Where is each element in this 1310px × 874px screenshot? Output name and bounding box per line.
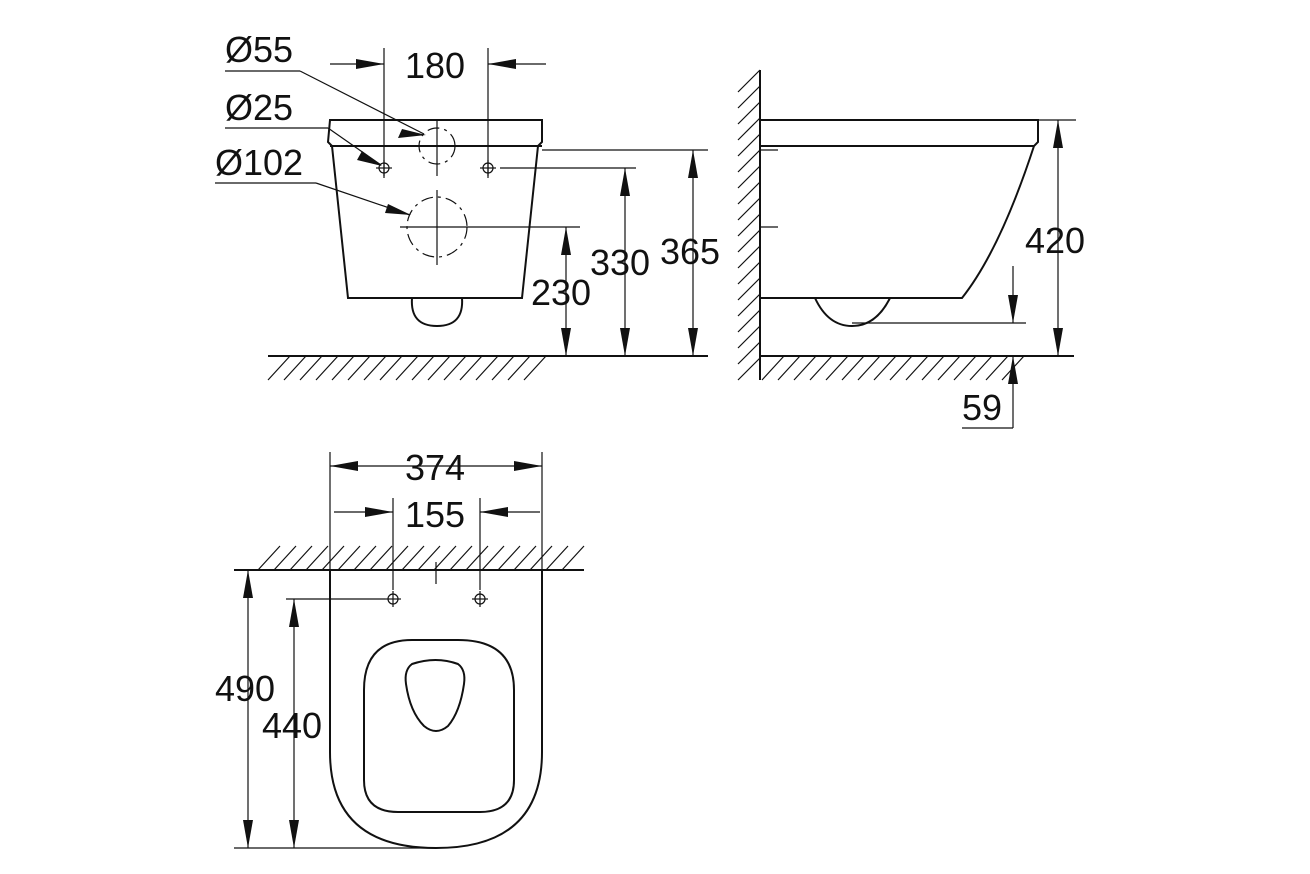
hatch-line [363, 355, 387, 381]
hatch-line [379, 355, 403, 381]
label-outlet-diameter: Ø55 [225, 29, 293, 70]
hatch-line [969, 355, 993, 381]
hatch-line [737, 229, 761, 253]
hatch-line [737, 309, 761, 333]
hatch-line [321, 545, 345, 571]
hatch-line [283, 355, 307, 381]
hatch-line [737, 85, 761, 109]
top-wall-hatch [257, 545, 585, 571]
hatch-line [921, 355, 945, 381]
label-total-width: 374 [405, 447, 465, 488]
label-top-height: 365 [660, 231, 720, 272]
label-inlet-diameter: Ø102 [215, 142, 303, 183]
hatch-line [529, 545, 553, 571]
hatch-line [257, 545, 281, 571]
front-floor-hatch [267, 355, 547, 381]
hatch-line [337, 545, 361, 571]
hatch-line [737, 357, 761, 381]
hatch-line [353, 545, 377, 571]
hatch-line [737, 245, 761, 269]
hatch-line [761, 355, 785, 381]
hatch-line [857, 355, 881, 381]
hatch-line [315, 355, 339, 381]
top-view: 374 155 490 440 [215, 447, 585, 850]
hatch-line [449, 545, 473, 571]
hatch-line [475, 355, 499, 381]
hatch-line [481, 545, 505, 571]
hatch-line [513, 545, 537, 571]
hatch-line [873, 355, 897, 381]
hatch-line [491, 355, 515, 381]
hatch-line [737, 213, 761, 237]
hatch-line [401, 545, 425, 571]
hatch-line [737, 341, 761, 365]
hatch-line [737, 197, 761, 221]
hatch-line [427, 355, 451, 381]
label-total-height: 420 [1025, 220, 1085, 261]
label-total-depth: 490 [215, 668, 275, 709]
label-bolt-depth: 440 [262, 705, 322, 746]
hatch-line [953, 355, 977, 381]
hatch-line [299, 355, 323, 381]
label-inlet-height: 230 [531, 272, 591, 313]
hatch-line [267, 355, 291, 381]
hatch-line [809, 355, 833, 381]
hatch-line [793, 355, 817, 381]
hatch-line [737, 101, 761, 125]
hatch-line [331, 355, 355, 381]
top-bowl-outline [329, 570, 543, 850]
label-bolt-diameter: Ø25 [225, 87, 293, 128]
hatch-line [289, 545, 313, 571]
hatch-line [937, 355, 961, 381]
hatch-line [545, 545, 569, 571]
front-bowl-outline [326, 119, 543, 299]
front-trap-outlet [410, 297, 464, 328]
hatch-line [777, 355, 801, 381]
label-floor-clearance: 59 [962, 387, 1002, 428]
hatch-line [737, 181, 761, 205]
hatch-line [737, 261, 761, 285]
hatch-line [305, 545, 329, 571]
hatch-line [523, 355, 547, 381]
label-front-bolt-spacing: 180 [405, 45, 465, 86]
side-trap [814, 297, 891, 328]
hatch-line [507, 355, 531, 381]
side-view: 420 59 [737, 69, 1085, 429]
hatch-line [737, 117, 761, 141]
hatch-line [347, 355, 371, 381]
hatch-line [459, 355, 483, 381]
label-bolt-height: 330 [590, 242, 650, 283]
hatch-line [385, 545, 409, 571]
hatch-line [369, 545, 393, 571]
hatch-line [443, 355, 467, 381]
hatch-line [737, 325, 761, 349]
hatch-line [737, 293, 761, 317]
hatch-line [737, 149, 761, 173]
hatch-line [889, 355, 913, 381]
hatch-line [737, 133, 761, 157]
hatch-line [411, 355, 435, 381]
hatch-line [395, 355, 419, 381]
hatch-line [841, 355, 865, 381]
hatch-line [561, 545, 585, 571]
side-wall-hatch [737, 69, 761, 381]
top-pan-outline [404, 659, 466, 732]
label-top-bolt-spacing: 155 [405, 494, 465, 535]
hatch-line [737, 277, 761, 301]
front-view: Ø55 180 Ø25 Ø102 230 330 365 [215, 29, 720, 381]
hatch-line [433, 545, 457, 571]
hatch-line [825, 355, 849, 381]
hatch-line [985, 355, 1009, 381]
hatch-line [737, 165, 761, 189]
hatch-line [417, 545, 441, 571]
hatch-line [737, 69, 761, 93]
hatch-line [465, 545, 489, 571]
hatch-line [273, 545, 297, 571]
hatch-line [905, 355, 929, 381]
hatch-line [497, 545, 521, 571]
side-floor-hatch [761, 355, 1025, 381]
top-seat-outline [363, 639, 515, 813]
